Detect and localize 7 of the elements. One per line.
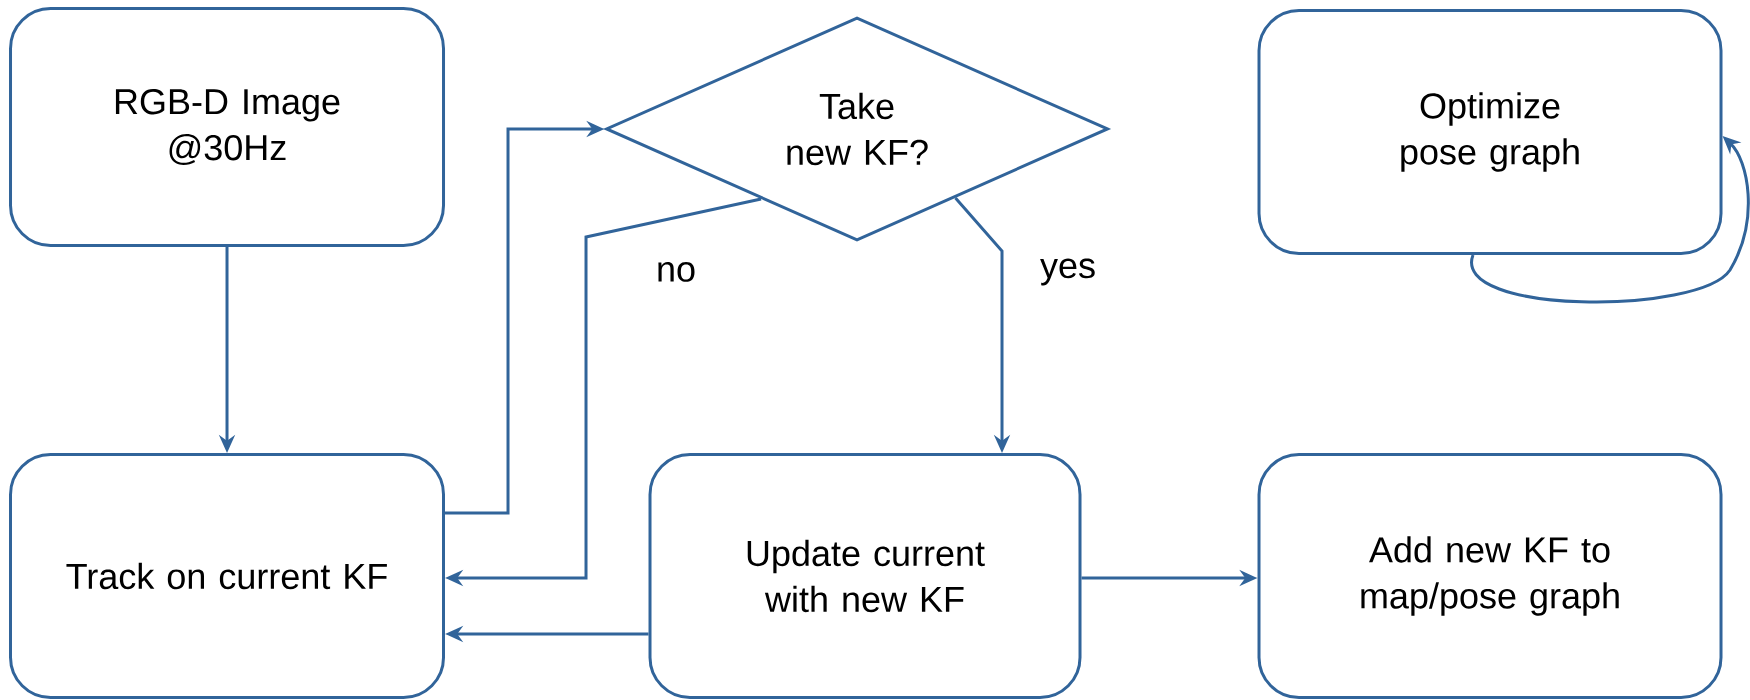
process-box: Update current with new KF (648, 453, 1082, 699)
edge-label: yes (1036, 254, 1100, 290)
process-box: RGB-D Image @30Hz (9, 7, 445, 247)
process-box: Add new KF to map/pose graph (1257, 453, 1723, 699)
edge-label: no (652, 258, 701, 286)
process-box: Optimize pose graph (1257, 9, 1723, 255)
process-box: Track on current KF (9, 453, 445, 699)
